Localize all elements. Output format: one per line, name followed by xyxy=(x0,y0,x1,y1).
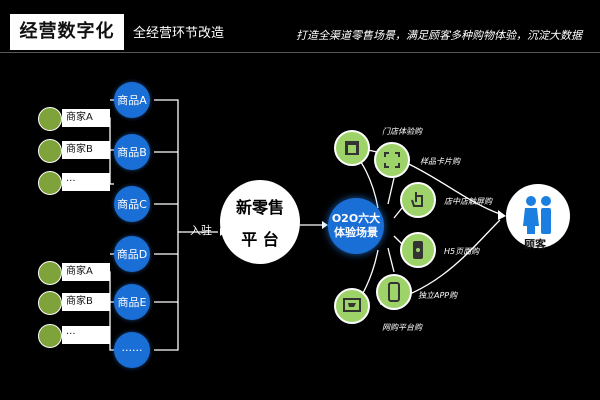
store-icon xyxy=(345,141,359,155)
page-slogan: 打造全渠道零售场景，满足顾客多种购物体验，沉淀大数据 xyxy=(296,29,582,42)
merchant-label: 商家B xyxy=(62,293,110,311)
page-subtitle: 全经营环节改造 xyxy=(133,26,225,41)
scene-h5 xyxy=(400,232,436,268)
platform-line2: 平 台 xyxy=(241,230,279,249)
mobile-app-icon xyxy=(388,282,400,302)
merchant-item: 商家B xyxy=(38,291,110,315)
connector-o2o-scene xyxy=(387,177,395,205)
merchant-item: ··· xyxy=(38,324,110,348)
merchant-item: 商家B xyxy=(38,139,110,163)
person-icon xyxy=(38,139,62,163)
entry-label: 入驻 xyxy=(190,224,212,237)
merchant-item: 商家A xyxy=(38,107,110,131)
header-title-box: 经营数字化 xyxy=(10,14,124,50)
card-scan-icon xyxy=(384,152,400,168)
merchant-item: 商家A xyxy=(38,261,110,285)
scene-app xyxy=(376,274,412,310)
scene-online xyxy=(334,288,370,324)
arrow-head xyxy=(498,210,506,220)
person-icon xyxy=(38,324,62,348)
platform-line1: 新零售 xyxy=(235,198,284,217)
product-node: 商品A xyxy=(114,82,150,118)
scene-store xyxy=(334,130,370,166)
phone-icon xyxy=(413,241,423,259)
scene-label: H5页面购 xyxy=(444,247,480,256)
customer-circle xyxy=(506,184,570,248)
product-node: 商品B xyxy=(114,134,150,170)
connector-o2o-scene xyxy=(387,247,395,273)
product-node: 商品D xyxy=(114,236,150,272)
person-icon xyxy=(38,291,62,315)
scene-touch xyxy=(400,182,436,218)
scene-label: 样品卡片购 xyxy=(420,157,460,166)
product-node: 商品E xyxy=(114,284,150,320)
o2o-line2: 体验场景 xyxy=(334,226,378,239)
merchant-label: 商家A xyxy=(62,109,110,127)
scene-label: 网购平台购 xyxy=(382,323,422,332)
cart-monitor-icon xyxy=(343,298,361,312)
connector-o2o-scene xyxy=(393,207,403,219)
scene-label: 门店体验购 xyxy=(382,127,422,136)
merchant-label: ··· xyxy=(62,173,110,191)
person-icon xyxy=(38,107,62,131)
arrow-head xyxy=(322,221,328,229)
page-title: 经营数字化 xyxy=(19,21,115,42)
product-node: 商品C xyxy=(114,186,150,222)
customer-label: 顾客 xyxy=(524,238,546,251)
touch-hand-icon xyxy=(411,192,423,207)
connector-product-platform xyxy=(154,99,179,351)
product-node: ······ xyxy=(114,332,150,368)
customers-icon xyxy=(523,196,551,234)
merchant-item: ··· xyxy=(38,171,110,195)
merchant-label: 商家A xyxy=(62,263,110,281)
scene-label: 店中店触屏购 xyxy=(444,197,492,206)
merchant-label: ··· xyxy=(62,326,110,344)
platform-circle: 新零售 平 台 xyxy=(220,180,300,264)
scene-label: 独立APP购 xyxy=(418,291,458,300)
person-icon xyxy=(38,171,62,195)
merchant-label: 商家B xyxy=(62,141,110,159)
o2o-circle: O2O六大 体验场景 xyxy=(328,198,384,254)
header-divider xyxy=(0,52,600,53)
scene-card xyxy=(374,142,410,178)
o2o-line1: O2O六大 xyxy=(331,212,381,225)
person-icon xyxy=(38,261,62,285)
